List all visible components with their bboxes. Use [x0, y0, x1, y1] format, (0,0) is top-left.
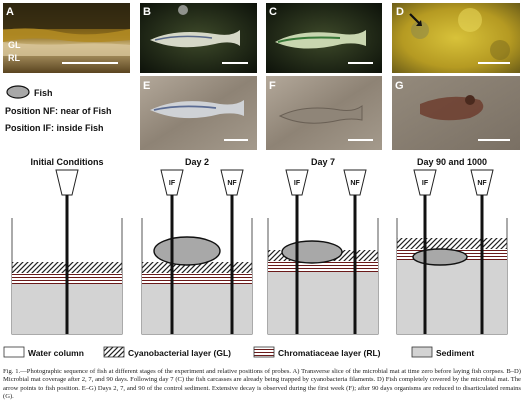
diagram-title-initial: Initial Conditions — [31, 157, 104, 167]
swatch-sediment — [411, 346, 433, 358]
photo-panel-f: F — [266, 76, 382, 150]
probe-if-day2-icon — [160, 169, 184, 196]
legend-if-label: Position IF: inside Fish — [5, 123, 104, 133]
legend-nf-label: Position NF: near of Fish — [5, 106, 112, 116]
probe-nf-day2-icon — [220, 169, 244, 196]
diagram-day7: Day 7 IF NF — [267, 157, 379, 335]
fish-symbol-icon — [6, 85, 30, 99]
legend-bottom: Water column Cyanobacterial layer (GL) C… — [3, 346, 474, 358]
legend-water-label: Water column — [28, 348, 84, 358]
legend-fish-label: Fish — [34, 88, 53, 98]
panel-letter-b: B — [143, 6, 151, 18]
panel-letter-e: E — [143, 80, 150, 92]
photo-panel-b: B — [140, 3, 257, 73]
fish-day90-icon — [412, 248, 468, 266]
panel-letter-a: A — [6, 6, 14, 18]
photo-panel-g: G — [392, 76, 520, 150]
fish-day2-icon — [153, 236, 221, 266]
legend-cyano-label: Cyanobacterial layer (GL) — [128, 348, 231, 358]
layer-label-gl: GL — [8, 40, 21, 50]
swatch-water — [3, 346, 25, 358]
layer-label-rl: RL — [8, 53, 20, 63]
photo-panel-a: A GL RL — [3, 3, 130, 73]
probe-if-day7-icon — [285, 169, 309, 196]
legend-chroma-label: Chromatiaceae layer (RL) — [278, 348, 381, 358]
panel-letter-d: D — [396, 6, 404, 18]
probe-nf-day7-icon — [343, 169, 367, 196]
diagram-day2: Day 2 IF NF — [141, 157, 253, 335]
probe-if-day2-label: IF — [169, 180, 176, 187]
arrow-icon — [409, 13, 421, 25]
diagram-title-day2: Day 2 — [185, 157, 209, 167]
probe-nf-day2-label: NF — [227, 180, 237, 187]
swatch-cyano — [103, 346, 125, 358]
panel-letter-g: G — [395, 80, 404, 92]
legend-top: Fish Position NF: near of Fish Position … — [5, 85, 112, 133]
probe-nf-day90-label: NF — [477, 180, 487, 187]
probe-if-day90-icon — [413, 169, 437, 196]
diagram-title-day90: Day 90 and 1000 — [417, 157, 487, 167]
fish-day7-icon — [281, 240, 343, 264]
probe-if-day90-label: IF — [422, 180, 429, 187]
diagram-initial: Initial Conditions — [11, 157, 123, 335]
photo-panel-c: C — [266, 3, 382, 73]
diagram-title-day7: Day 7 — [311, 157, 335, 167]
probe-initial-icon — [55, 169, 79, 196]
figure-caption: Fig. 1.—Photographic sequence of fish at… — [3, 368, 521, 401]
probe-nf-day7-label: NF — [350, 180, 360, 187]
panel-letter-f: F — [269, 80, 276, 92]
photo-panel-e: E — [140, 76, 257, 150]
probe-nf-day90-icon — [470, 169, 494, 196]
photo-panel-d: D — [392, 3, 520, 73]
legend-sediment-label: Sediment — [436, 348, 474, 358]
probe-if-day7-label: IF — [294, 180, 301, 187]
panel-letter-c: C — [269, 6, 277, 18]
diagram-day90: Day 90 and 1000 IF NF — [396, 157, 508, 335]
swatch-chroma — [253, 346, 275, 358]
